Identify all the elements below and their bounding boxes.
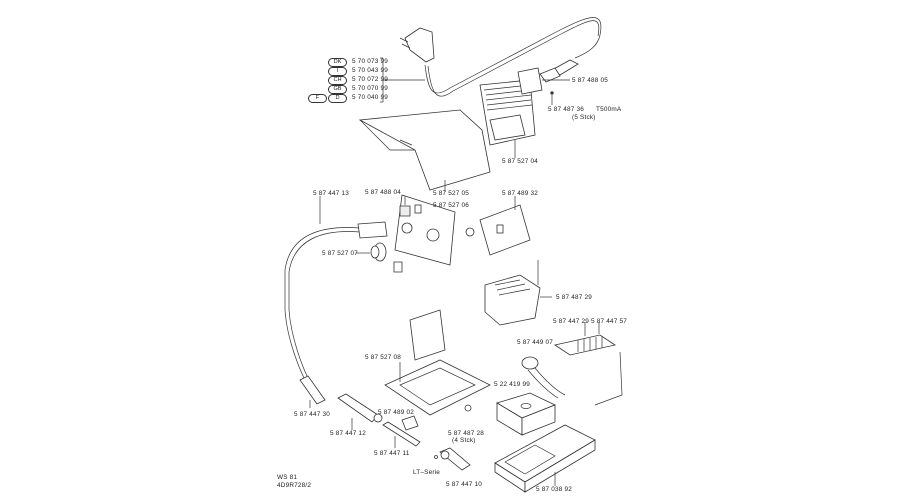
country-code-badge: F bbox=[308, 94, 327, 103]
country-code-badge: CH bbox=[328, 76, 347, 85]
part-number: 5 70 073 99 bbox=[352, 58, 388, 65]
label-feet-qty: (4 Stck) bbox=[452, 437, 476, 444]
cover-drawing bbox=[358, 109, 491, 192]
label-sleeve: 5 87 447 12 bbox=[330, 430, 366, 437]
variant-bracket bbox=[380, 57, 425, 103]
label-pcb: 5 87 489 32 bbox=[502, 190, 538, 197]
label-cover: 5 87 527 05 bbox=[433, 190, 469, 197]
part-number: 5 70 043 99 bbox=[352, 67, 388, 74]
label-tip: 5 87 447 10 bbox=[446, 481, 482, 488]
label-iron-grip: 5 87 447 30 bbox=[294, 411, 330, 418]
soldering-iron-parts bbox=[299, 375, 471, 471]
stand-drawing bbox=[494, 424, 596, 493]
power-cord bbox=[399, 17, 602, 97]
country-code-badge: D bbox=[328, 94, 347, 103]
label-cable: 5 87 447 13 bbox=[313, 190, 349, 197]
label-holder-bracket: 5 87 447 57 bbox=[591, 318, 627, 325]
part-number: 5 70 072 99 bbox=[352, 76, 388, 83]
spiral-holder-drawing bbox=[521, 322, 623, 406]
label-fuse-qty: (5 Stck) bbox=[572, 114, 596, 121]
pcb-drawing bbox=[465, 196, 531, 256]
heatsink-drawing bbox=[479, 67, 570, 158]
part-number: 5 70 070 99 bbox=[352, 85, 388, 92]
country-code-badge: GB bbox=[328, 85, 347, 94]
transformer-drawing bbox=[484, 260, 552, 326]
drawing-number: 4D9R728/2 bbox=[277, 482, 312, 489]
label-sponge: 5 22 419 99 bbox=[494, 381, 530, 388]
label-transformer: 5 87 487 29 bbox=[556, 294, 592, 301]
label-fuse: 5 87 487 36 bbox=[548, 106, 584, 113]
label-tip-series: LT–Serie bbox=[413, 469, 441, 476]
label-stand: 5 87 038 92 bbox=[536, 486, 572, 493]
label-socket: 5 87 488 05 bbox=[572, 77, 608, 84]
label-switch: 5 87 488 04 bbox=[365, 189, 401, 196]
model-name: WS 81 bbox=[277, 474, 298, 481]
part-number: 5 70 040 99 bbox=[352, 94, 388, 101]
label-front-panel: 5 87 527 06 bbox=[433, 202, 469, 209]
country-code-badge: I bbox=[328, 67, 347, 76]
base-drawing bbox=[384, 309, 491, 416]
socket-drawing bbox=[356, 242, 403, 273]
label-heating-element: 5 87 447 29 bbox=[553, 318, 589, 325]
label-screw-nut: 5 87 489 02 bbox=[378, 409, 414, 416]
label-heater: 5 87 447 11 bbox=[374, 450, 410, 457]
sponge-drawing bbox=[496, 392, 556, 436]
label-feet: 5 87 487 28 bbox=[448, 430, 484, 437]
label-socket-5pin: 5 87 527 07 bbox=[322, 250, 358, 257]
country-code-badge: DK bbox=[328, 58, 347, 67]
label-base: 5 87 527 08 bbox=[365, 354, 401, 361]
label-spiral: 5 87 449 07 bbox=[517, 339, 553, 346]
iron-cable bbox=[284, 196, 388, 381]
label-fuse-spec: T500mA bbox=[596, 106, 622, 113]
label-heatsink: 5 87 527 04 bbox=[502, 158, 538, 165]
front-panel-drawing bbox=[394, 194, 456, 266]
